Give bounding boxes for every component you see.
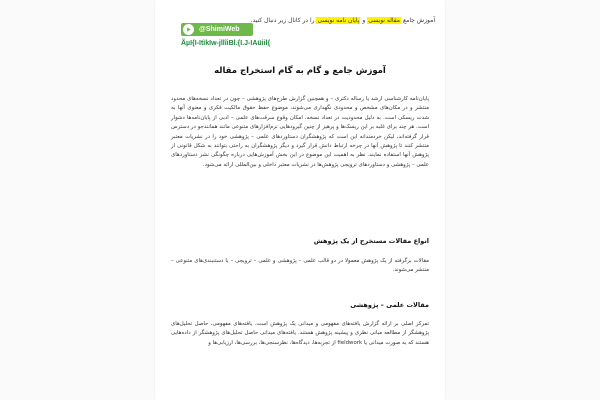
section-heading-research-articles: مقالات علمی – پژوهشی <box>350 301 429 309</box>
channel-link[interactable]: ÃµI{I-ItìkIw-jllîiBl.{I.J-IAüiil{ <box>181 40 271 47</box>
document-title: آموزش جامع و گام به گام استخراج مقاله <box>214 66 386 76</box>
notice-highlight-article-writing: مقاله نویسی <box>367 17 402 24</box>
notice-highlight-thesis-writing: پایان نامه نویسی <box>316 17 361 24</box>
section-paragraph-research-articles: تمرکز اصلی بر ارائه گزارش یافته‌های مفهو… <box>171 321 429 346</box>
channel-name: @ShimiWeb <box>199 26 240 33</box>
channel-notice: آموزش جامع مقاله نویسی و پایان نامه نویس… <box>165 16 435 25</box>
notice-prefix: آموزش جامع <box>402 17 435 24</box>
section-heading-article-types: انواع مقالات مستخرج از یک پژوهش <box>313 237 429 245</box>
notice-suffix: را در کانال زیر دنبال کنید. <box>250 17 315 24</box>
section-paragraph-article-types: مقالات برگرفته از یک پژوهش معمولا در دو … <box>171 258 429 274</box>
channel-badge[interactable]: @ShimiWeb <box>181 23 253 36</box>
play-icon <box>183 24 194 35</box>
intro-paragraph: پایان‌نامه کارشناسی ارشد یا رساله دکتری … <box>171 96 429 168</box>
notice-joiner: و <box>362 17 366 24</box>
document-page: آموزش جامع مقاله نویسی و پایان نامه نویس… <box>155 0 445 400</box>
